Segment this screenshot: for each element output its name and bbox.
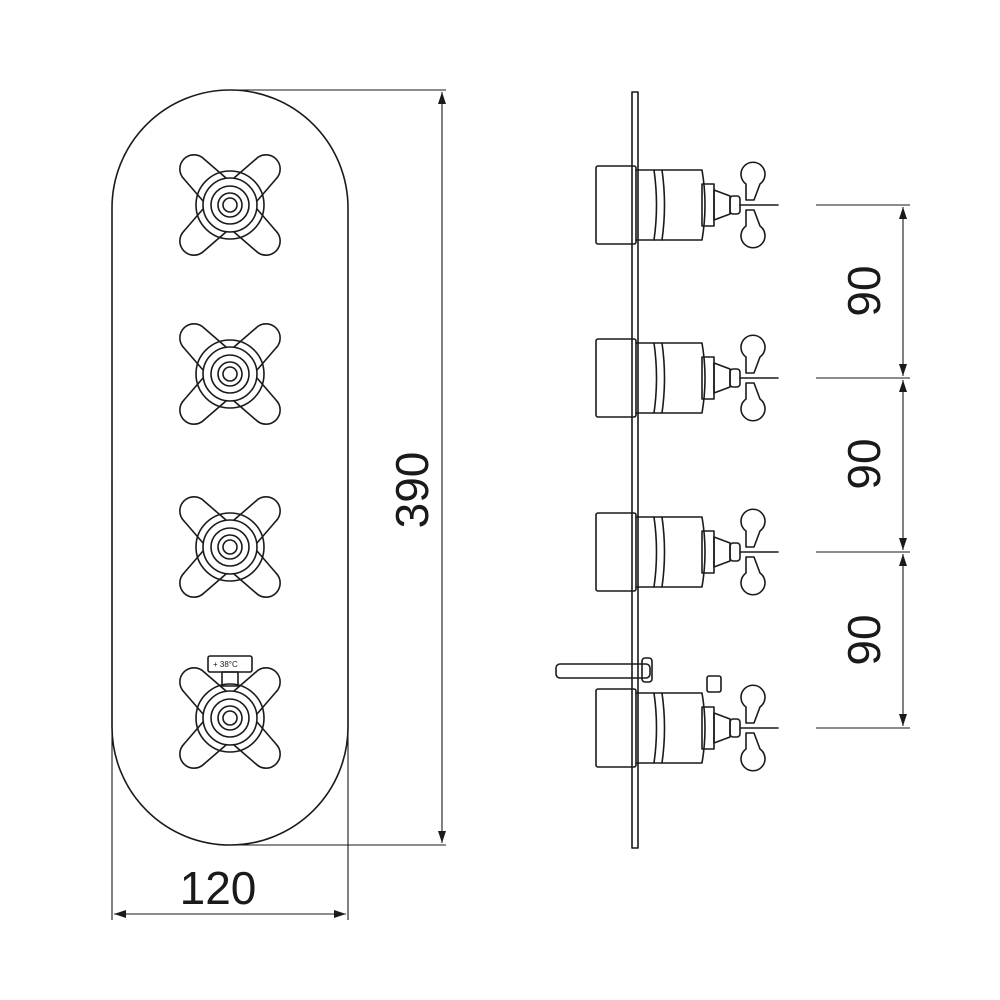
height-dimension-label: 390 [386, 452, 438, 529]
width-dimension-label: 120 [180, 862, 257, 914]
side-valve-2 [595, 334, 779, 422]
spacing-label-1: 90 [838, 265, 890, 316]
side-valve-3 [595, 508, 779, 596]
side-view-plate [631, 91, 639, 849]
front-handle-1 [179, 154, 281, 256]
side-outlet-pipe [555, 657, 722, 693]
front-handle-3 [179, 496, 281, 598]
front-handle-4 [179, 667, 281, 769]
height-dimension: 390 [232, 89, 446, 846]
front-plate [111, 89, 349, 846]
width-dimension: 120 [111, 480, 349, 920]
spacing-label-2: 90 [838, 438, 890, 489]
side-valve-1 [595, 161, 779, 249]
temp-stop-label: + 38°C [213, 660, 238, 669]
spacing-label-3: 90 [838, 614, 890, 665]
side-valve-4 [595, 684, 779, 772]
front-handle-2 [179, 323, 281, 425]
temperature-stop-button: + 38°C [207, 655, 253, 687]
spacing-dimension: 90 90 90 [816, 204, 910, 729]
